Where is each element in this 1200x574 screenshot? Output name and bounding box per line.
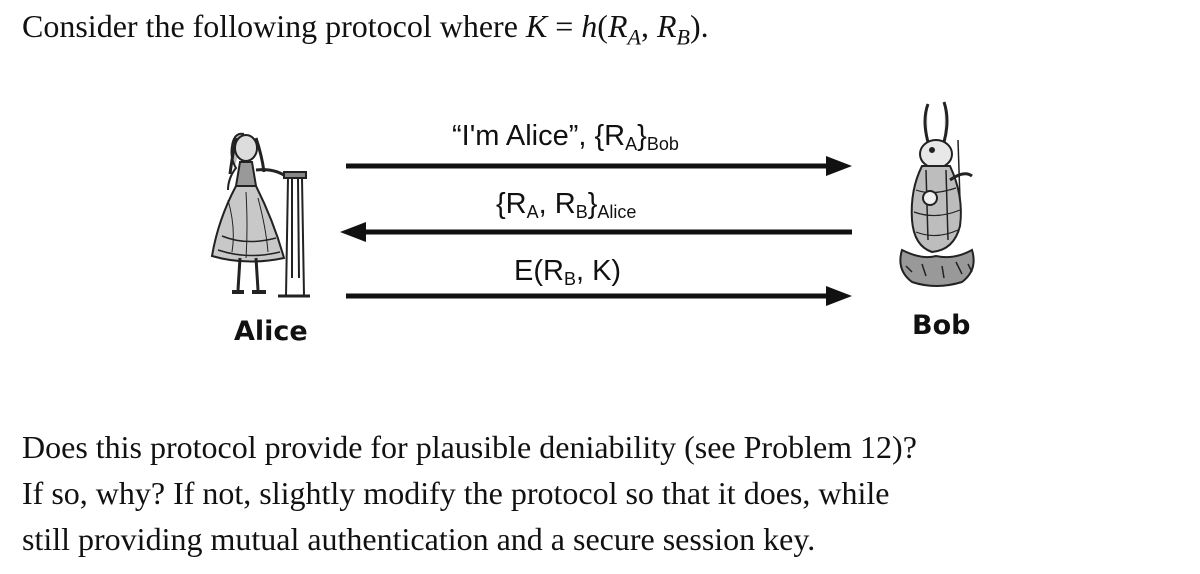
message-2-text: {R [496, 188, 527, 220]
message-2-brace: } [587, 188, 598, 220]
message-2-mid: , R [538, 188, 576, 220]
message-3-text: E(R [514, 255, 564, 287]
question-line-2: If so, why? If not, slightly modify the … [22, 475, 890, 511]
math-equals: = [547, 8, 582, 44]
message-arrows [340, 156, 852, 306]
message-1-text: “I'm Alice”, {R [452, 120, 626, 152]
bob-label: Bob [912, 310, 971, 341]
arrow-3-right [346, 286, 852, 306]
math-open-paren: ( [597, 8, 608, 44]
intro-text: Consider the following protocol where [22, 8, 526, 44]
protocol-diagram: “I'm Alice”, {RA}Bob {RA, RB}Alice E(RB,… [210, 101, 975, 347]
math-r-b: R [656, 8, 677, 44]
message-2-sub-a: A [526, 202, 539, 222]
math-close-paren: ). [689, 8, 709, 44]
math-sub-b: B [676, 24, 690, 50]
bob-rabbit-illustration [899, 101, 975, 287]
question-line-3: still providing mutual authentication an… [22, 521, 816, 557]
message-2-sub-b: B [575, 202, 588, 222]
math-k: K [525, 8, 548, 44]
message-3-label: E(RB, K) [514, 254, 621, 288]
message-3-after: , K) [575, 255, 622, 287]
math-comma: , [640, 8, 657, 44]
message-1-sub-a: A [625, 134, 638, 154]
intro-sentence: Consider the following protocol where K … [22, 4, 709, 48]
message-3-sub-b: B [563, 269, 576, 289]
question-paragraph: Does this protocol provide for plausible… [22, 424, 1197, 562]
arrow-2-left [340, 222, 852, 242]
alice-illustration [210, 132, 310, 298]
message-1-sub-bob: Bob [646, 134, 679, 154]
message-2-sub-alice: Alice [597, 202, 637, 222]
question-line-1: Does this protocol provide for plausible… [22, 429, 917, 465]
message-2-label: {RA, RB}Alice [496, 187, 636, 221]
math-h: h [581, 8, 598, 44]
message-1-brace: } [637, 120, 647, 152]
arrow-1-right [346, 156, 852, 176]
alice-label: Alice [234, 316, 308, 347]
message-1-label: “I'm Alice”, {RA}Bob [452, 119, 679, 153]
math-sub-a: A [627, 24, 641, 50]
math-r-a: R [607, 8, 628, 44]
